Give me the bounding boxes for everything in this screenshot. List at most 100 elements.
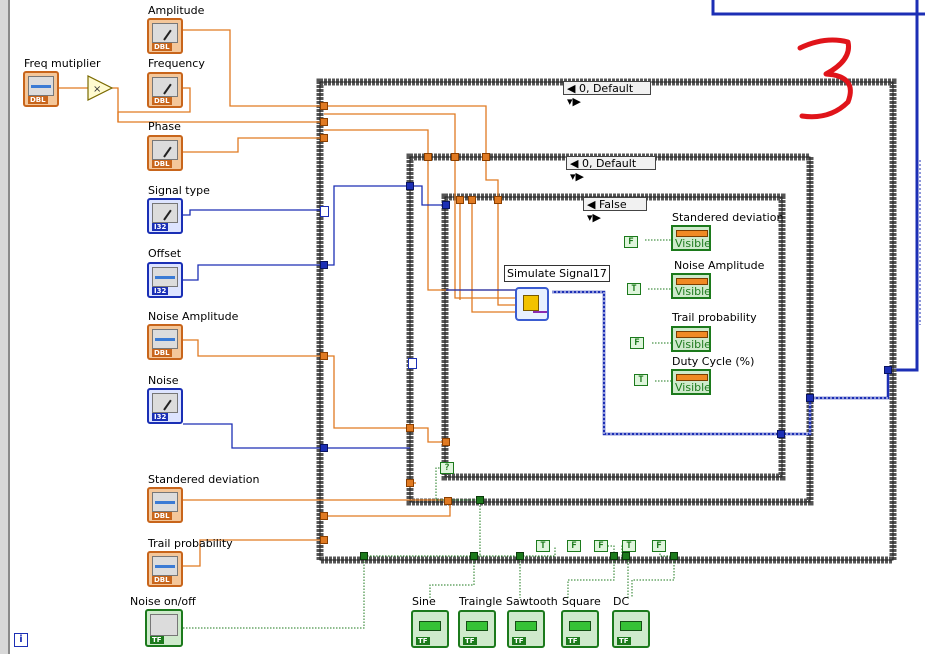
tunnel-middle-selector	[408, 358, 417, 369]
inner-case-selector-value: False	[598, 198, 627, 211]
question-const[interactable]: ?	[440, 462, 454, 474]
tunnel-noise-onoff	[360, 552, 368, 560]
middle-case-selector-value: 0, Default	[581, 157, 637, 170]
tunnel-noise	[320, 444, 328, 452]
outer-case-selector-value: 0, Default	[578, 82, 634, 95]
noise-label: Noise	[148, 374, 179, 387]
tunnel-bool-outer	[476, 496, 484, 504]
tunnel-middle-noise	[406, 424, 414, 432]
tunnel-frequency	[320, 118, 328, 126]
dc-label: DC	[613, 595, 630, 608]
noise-knob-terminal[interactable]: I32	[147, 388, 183, 424]
frequency-knob-terminal[interactable]: DBL	[147, 72, 183, 108]
std-deviation-slide-terminal[interactable]: DBL	[147, 487, 183, 523]
tunnel-bool-c	[610, 552, 618, 560]
tunnel-inner-blue	[442, 201, 450, 209]
tunnel-inner-noise	[442, 438, 450, 446]
prop-std-deviation-const[interactable]: F	[624, 236, 638, 248]
tunnel-outer-output	[884, 366, 892, 374]
signal-type-knob-terminal[interactable]: I32	[147, 198, 183, 234]
svg-text:×: ×	[93, 84, 101, 95]
traingle-label: Traingle	[459, 595, 503, 608]
tunnel-middle-bottom	[406, 479, 414, 487]
tunnel-middle-blue	[406, 182, 414, 190]
traingle-led-terminal[interactable]: TF	[458, 610, 496, 648]
noise-amplitude-label: Noise Amplitude	[148, 310, 239, 323]
tunnel-noise-amplitude	[320, 352, 328, 360]
tunnel-inner-1	[456, 196, 464, 204]
phase-knob-terminal[interactable]: DBL	[147, 135, 183, 171]
loop-left-border	[0, 0, 8, 654]
tunnel-bool-a	[470, 552, 478, 560]
prop-noise-amplitude-label: Noise Amplitude	[674, 259, 765, 272]
tunnel-amplitude	[320, 102, 328, 110]
prop-duty-cycle-const[interactable]: T	[634, 374, 648, 386]
tunnel-trail-probability	[320, 536, 328, 544]
noise-onoff-label: Noise on/off	[130, 595, 196, 608]
tunnel-inner-output	[777, 430, 785, 438]
simulate-signal-subvi[interactable]	[515, 287, 549, 321]
tunnel-bool-e	[670, 552, 678, 560]
bool-const-5[interactable]: F	[652, 540, 666, 552]
freq-multiplier-label: Freq mutiplier	[24, 57, 101, 70]
tunnel-outer-bottom	[444, 497, 452, 505]
bool-const-2[interactable]: F	[567, 540, 581, 552]
amplitude-label: Amplitude	[148, 4, 205, 17]
tunnel-bool-b	[516, 552, 524, 560]
tunnel-middle-3	[482, 153, 490, 161]
sine-led-terminal[interactable]: TF	[411, 610, 449, 648]
sawtooth-label: Sawtooth	[506, 595, 558, 608]
prop-std-deviation-node[interactable]: Visible	[671, 225, 711, 251]
std-deviation-label: Standered deviation	[148, 473, 260, 486]
frequency-label: Frequency	[148, 57, 205, 70]
tunnel-middle-2	[451, 153, 459, 161]
prop-duty-cycle-label: Duty Cycle (%)	[672, 355, 755, 368]
bool-const-4[interactable]: T	[622, 540, 636, 552]
noise-onoff-toggle-terminal[interactable]: TF	[145, 609, 183, 647]
tunnel-offset	[320, 261, 328, 269]
loop-iteration-terminal[interactable]: i	[14, 633, 28, 647]
outer-case-selector[interactable]: ◀ 0, Default ▾▶	[563, 81, 651, 108]
wire-blue-top	[711, 0, 925, 16]
amplitude-knob-terminal[interactable]: DBL	[147, 18, 183, 54]
square-led-terminal[interactable]: TF	[561, 610, 599, 648]
tunnel-inner-3	[494, 196, 502, 204]
tunnel-middle-output	[806, 394, 814, 402]
tunnel-inner-2	[468, 196, 476, 204]
freq-multiplier-slide-terminal[interactable]: DBL	[23, 71, 59, 107]
bool-const-1[interactable]: T	[536, 540, 550, 552]
square-label: Square	[562, 595, 601, 608]
tunnel-signal-type-selector	[320, 206, 329, 217]
bool-const-3[interactable]: F	[594, 540, 608, 552]
prop-duty-cycle-node[interactable]: Visible	[671, 369, 711, 395]
trail-probability-label: Trail probability	[148, 537, 233, 550]
sawtooth-led-terminal[interactable]: TF	[507, 610, 545, 648]
prop-noise-amplitude-node[interactable]: Visible	[671, 273, 711, 299]
signal-type-label: Signal type	[148, 184, 210, 197]
subvi-cube-icon	[523, 295, 539, 311]
trail-probability-slide-terminal[interactable]: DBL	[147, 551, 183, 587]
i32-wires	[183, 185, 516, 449]
prop-std-deviation-label: Standered deviation	[672, 211, 784, 224]
tunnel-std-deviation	[320, 512, 328, 520]
prop-noise-amplitude-const[interactable]: T	[627, 283, 641, 295]
annotation-number-three	[797, 37, 853, 120]
tunnel-bool-d	[622, 552, 630, 560]
prop-trail-probability-const[interactable]: F	[630, 337, 644, 349]
tunnel-phase	[320, 134, 328, 142]
prop-trail-probability-label: Trail probability	[672, 311, 757, 324]
dc-led-terminal[interactable]: TF	[612, 610, 650, 648]
sine-label: Sine	[412, 595, 436, 608]
middle-case-selector[interactable]: ◀ 0, Default ▾▶	[566, 156, 656, 183]
inner-case-selector[interactable]: ◀ False ▾▶	[583, 197, 647, 224]
subvi-wave-icon	[533, 301, 547, 313]
multiply-node: ×	[87, 75, 114, 101]
subvi-label: Simulate Signal17	[504, 265, 610, 282]
tunnel-middle-1	[424, 153, 432, 161]
offset-slide-terminal[interactable]: I32	[147, 262, 183, 298]
offset-label: Offset	[148, 247, 182, 260]
prop-trail-probability-node[interactable]: Visible	[671, 326, 711, 352]
noise-amplitude-slide-terminal[interactable]: DBL	[147, 324, 183, 360]
phase-label: Phase	[148, 120, 181, 133]
